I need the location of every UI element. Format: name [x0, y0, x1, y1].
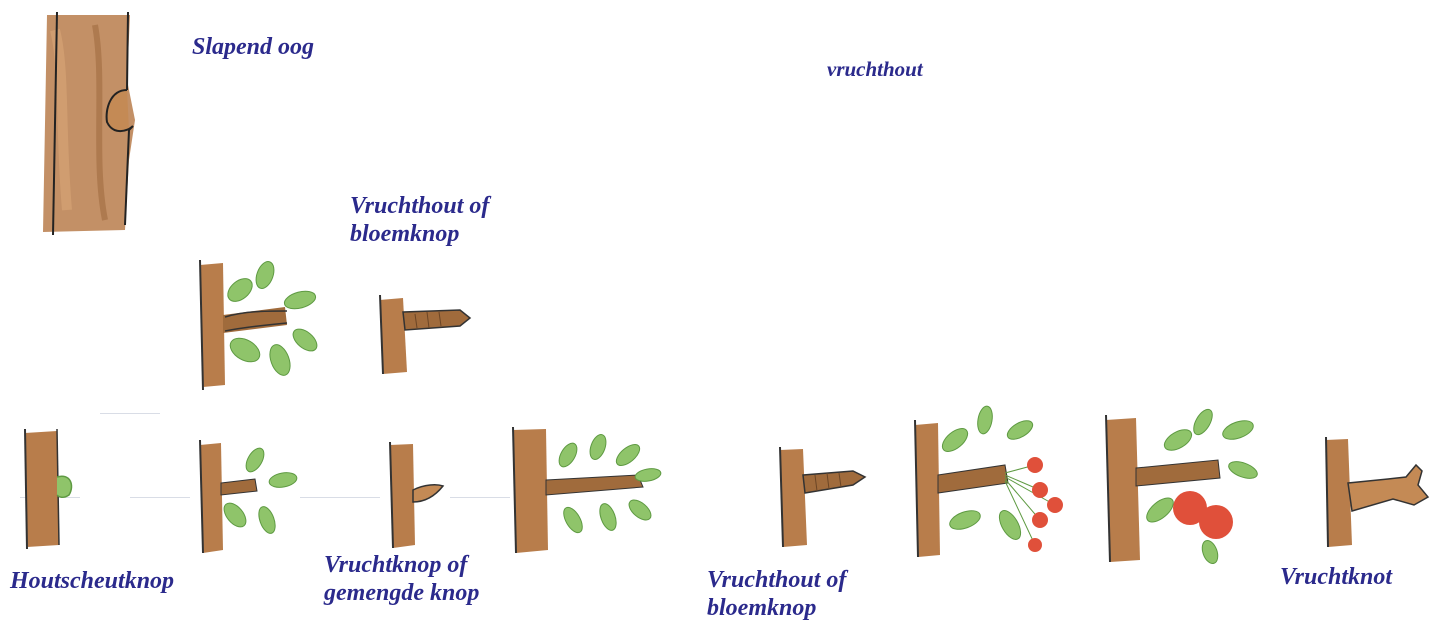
spur-bottom-illustration	[775, 445, 870, 550]
label-line-2: bloemknop	[707, 594, 846, 622]
leafy-branch-small-illustration	[195, 435, 305, 555]
label-vruchthout-of-bloemknop-top: Vruchthout of bloemknop	[350, 192, 489, 248]
guide-line	[450, 497, 510, 498]
flowering-spur-illustration	[910, 395, 1085, 560]
label-line-2: bloemknop	[350, 220, 489, 248]
knot-illustration	[1318, 435, 1443, 550]
guide-line	[300, 497, 380, 498]
label-line-1: Vruchthout of	[707, 566, 846, 594]
small-bud-illustration	[385, 440, 450, 550]
spur-top-illustration	[375, 290, 475, 375]
label-vruchtknot: Vruchtknot	[1280, 563, 1392, 591]
label-line-2: gemengde knop	[324, 579, 479, 607]
sleeping-bud-illustration	[35, 10, 145, 235]
label-houtscheutknop: Houtscheutknop	[10, 567, 174, 595]
label-vruchthout: vruchthout	[827, 56, 923, 82]
guide-line	[130, 497, 190, 498]
wood-bud-illustration	[15, 425, 80, 550]
guide-line	[100, 413, 160, 414]
label-slapend-oog: Slapend oog	[192, 33, 314, 61]
leafy-branch-large-illustration	[508, 425, 668, 555]
fruiting-spur-illustration	[1098, 400, 1273, 565]
leafy-branch-top-illustration	[195, 245, 340, 390]
label-line-1: Vruchtknop of	[324, 551, 479, 579]
label-vruchthout-of-bloemknop-bottom: Vruchthout of bloemknop	[707, 566, 846, 622]
label-vruchtknop-of-gemengde-knop: Vruchtknop of gemengde knop	[324, 551, 479, 607]
label-line-1: Vruchthout of	[350, 192, 489, 220]
